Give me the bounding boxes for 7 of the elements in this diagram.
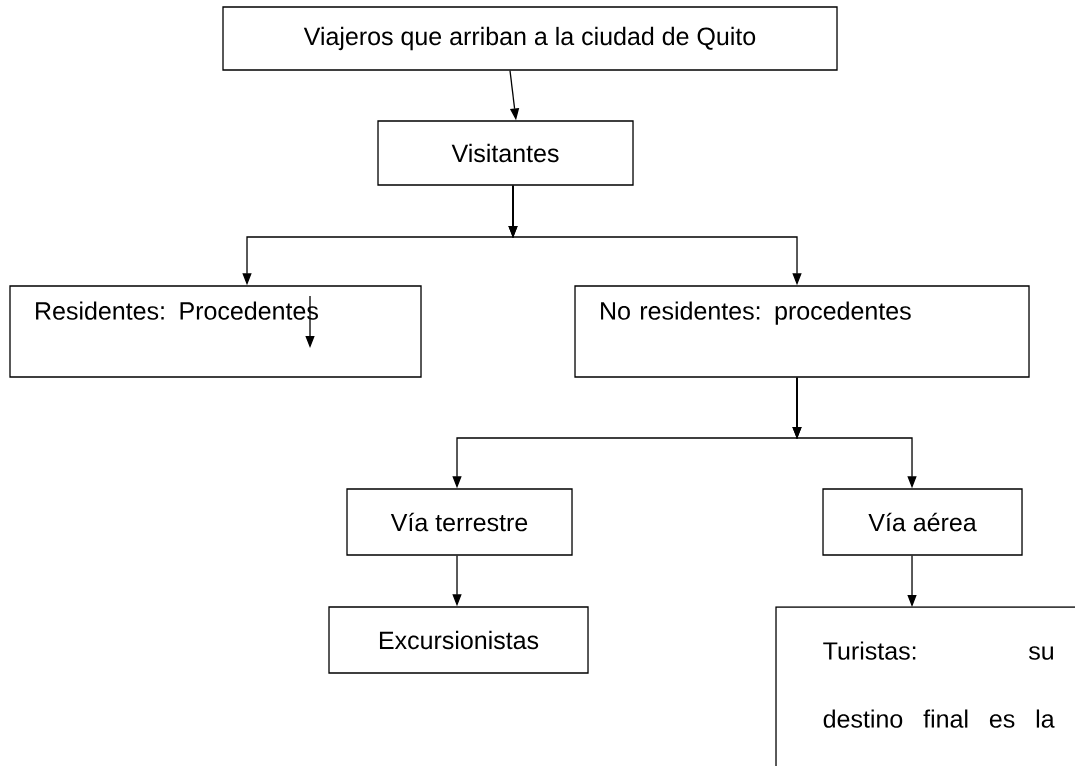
process-box: Visitantes [377, 120, 634, 186]
process-box: Vía terrestre [346, 488, 573, 556]
process-box: No residentes: procedentes [574, 285, 1030, 378]
process-box: Turistas: su destino final es la [775, 606, 1075, 766]
process-box: Vía aérea [822, 488, 1023, 556]
process-box: Viajeros que arriban a la ciudad de Quito [222, 6, 838, 71]
process-box: Excursionistas [328, 606, 589, 674]
